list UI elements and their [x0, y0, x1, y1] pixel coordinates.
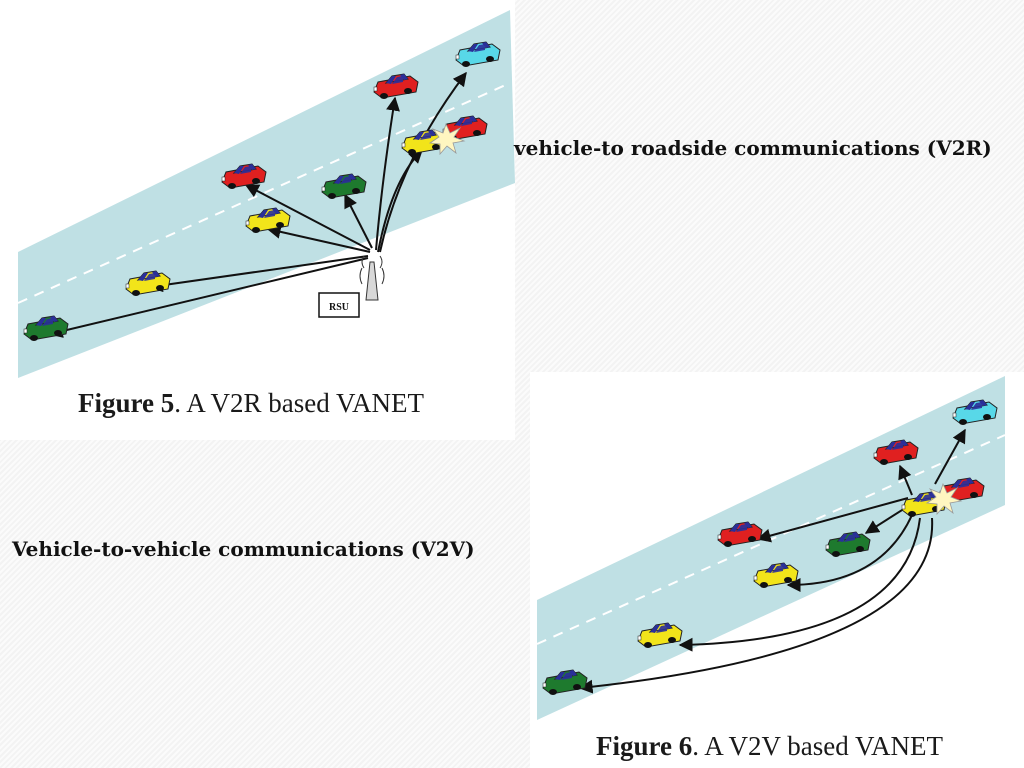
v2r-label: vehicle-to roadside communications (V2R) — [514, 136, 992, 160]
v2r-arrows — [48, 71, 467, 338]
figure6-number: Figure 6 — [596, 731, 693, 761]
road-v2v — [537, 376, 1005, 720]
figure5-number: Figure 5 — [78, 388, 175, 418]
road-v2r — [18, 10, 515, 378]
figure5-diagram — [17, 10, 515, 378]
crash-burst-icon — [925, 482, 963, 516]
rsu-tower — [318, 255, 385, 318]
rsu-label: RSU — [329, 302, 349, 313]
v2v-arrows — [578, 428, 966, 694]
figure5-title: . A V2R based VANET — [174, 388, 425, 418]
figure6-diagram — [536, 376, 1006, 720]
v2v-label: Vehicle-to-vehicle communications (V2V) — [12, 537, 475, 561]
figure6-title: . A V2V based VANET — [692, 731, 944, 761]
figure6-caption: Figure 6. A V2V based VANET — [596, 731, 943, 762]
crash-burst-icon — [428, 122, 466, 156]
lane-divider-v2v — [536, 434, 1006, 645]
figure5-caption: Figure 5. A V2R based VANET — [78, 388, 424, 419]
